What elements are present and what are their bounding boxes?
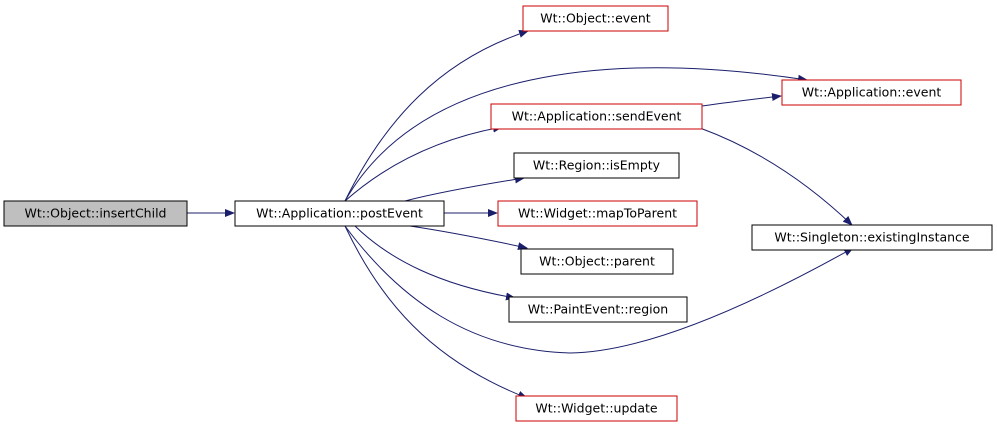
node-label-region: Wt::PaintEvent::region: [528, 302, 668, 317]
node-label-postEvent: Wt::Application::postEvent: [256, 206, 423, 221]
node-parent[interactable]: Wt::Object::parent: [520, 248, 674, 275]
node-label-mapToParent: Wt::Widget::mapToParent: [518, 206, 677, 221]
edge-postEvent-isEmpty: [404, 175, 525, 202]
node-label-insertChild: Wt::Object::insertChild: [25, 206, 167, 221]
node-label-update: Wt::Widget::update: [535, 401, 657, 416]
node-sendEvent[interactable]: Wt::Application::sendEvent: [490, 103, 703, 130]
node-existingInstance[interactable]: Wt::Singleton::existingInstance: [751, 224, 993, 251]
node-label-appEvent: Wt::Application::event: [802, 85, 942, 100]
nodes: Wt::Object::insertChild Wt::Application:…: [3, 5, 993, 422]
node-label-objectEvent: Wt::Object::event: [540, 11, 651, 26]
node-isEmpty[interactable]: Wt::Region::isEmpty: [513, 152, 680, 179]
node-objectEvent[interactable]: Wt::Object::event: [522, 5, 669, 32]
edge-postEvent-appEvent: [344, 67, 808, 202]
edge-postEvent-parent: [409, 225, 528, 251]
node-update[interactable]: Wt::Widget::update: [515, 395, 678, 422]
edge-sendEvent-existingInstance: [699, 127, 853, 226]
edge-sendEvent-appEvent: [701, 93, 782, 107]
node-label-existingInstance: Wt::Singleton::existingInstance: [774, 230, 970, 245]
edge-postEvent-sendEvent: [344, 124, 503, 202]
edge-postEvent-objectEvent: [344, 30, 529, 202]
node-label-isEmpty: Wt::Region::isEmpty: [533, 158, 661, 173]
node-postEvent[interactable]: Wt::Application::postEvent: [234, 200, 445, 227]
node-appEvent[interactable]: Wt::Application::event: [781, 79, 962, 106]
edges: [187, 30, 854, 399]
edge-postEvent-update: [344, 225, 528, 399]
node-region[interactable]: Wt::PaintEvent::region: [508, 296, 688, 323]
node-label-sendEvent: Wt::Application::sendEvent: [512, 109, 682, 124]
node-insertChild[interactable]: Wt::Object::insertChild: [3, 200, 188, 227]
edge-postEvent-existingInstance: [344, 225, 854, 354]
node-mapToParent[interactable]: Wt::Widget::mapToParent: [497, 200, 698, 227]
edge-postEvent-region: [354, 225, 516, 301]
node-label-parent: Wt::Object::parent: [539, 254, 655, 269]
